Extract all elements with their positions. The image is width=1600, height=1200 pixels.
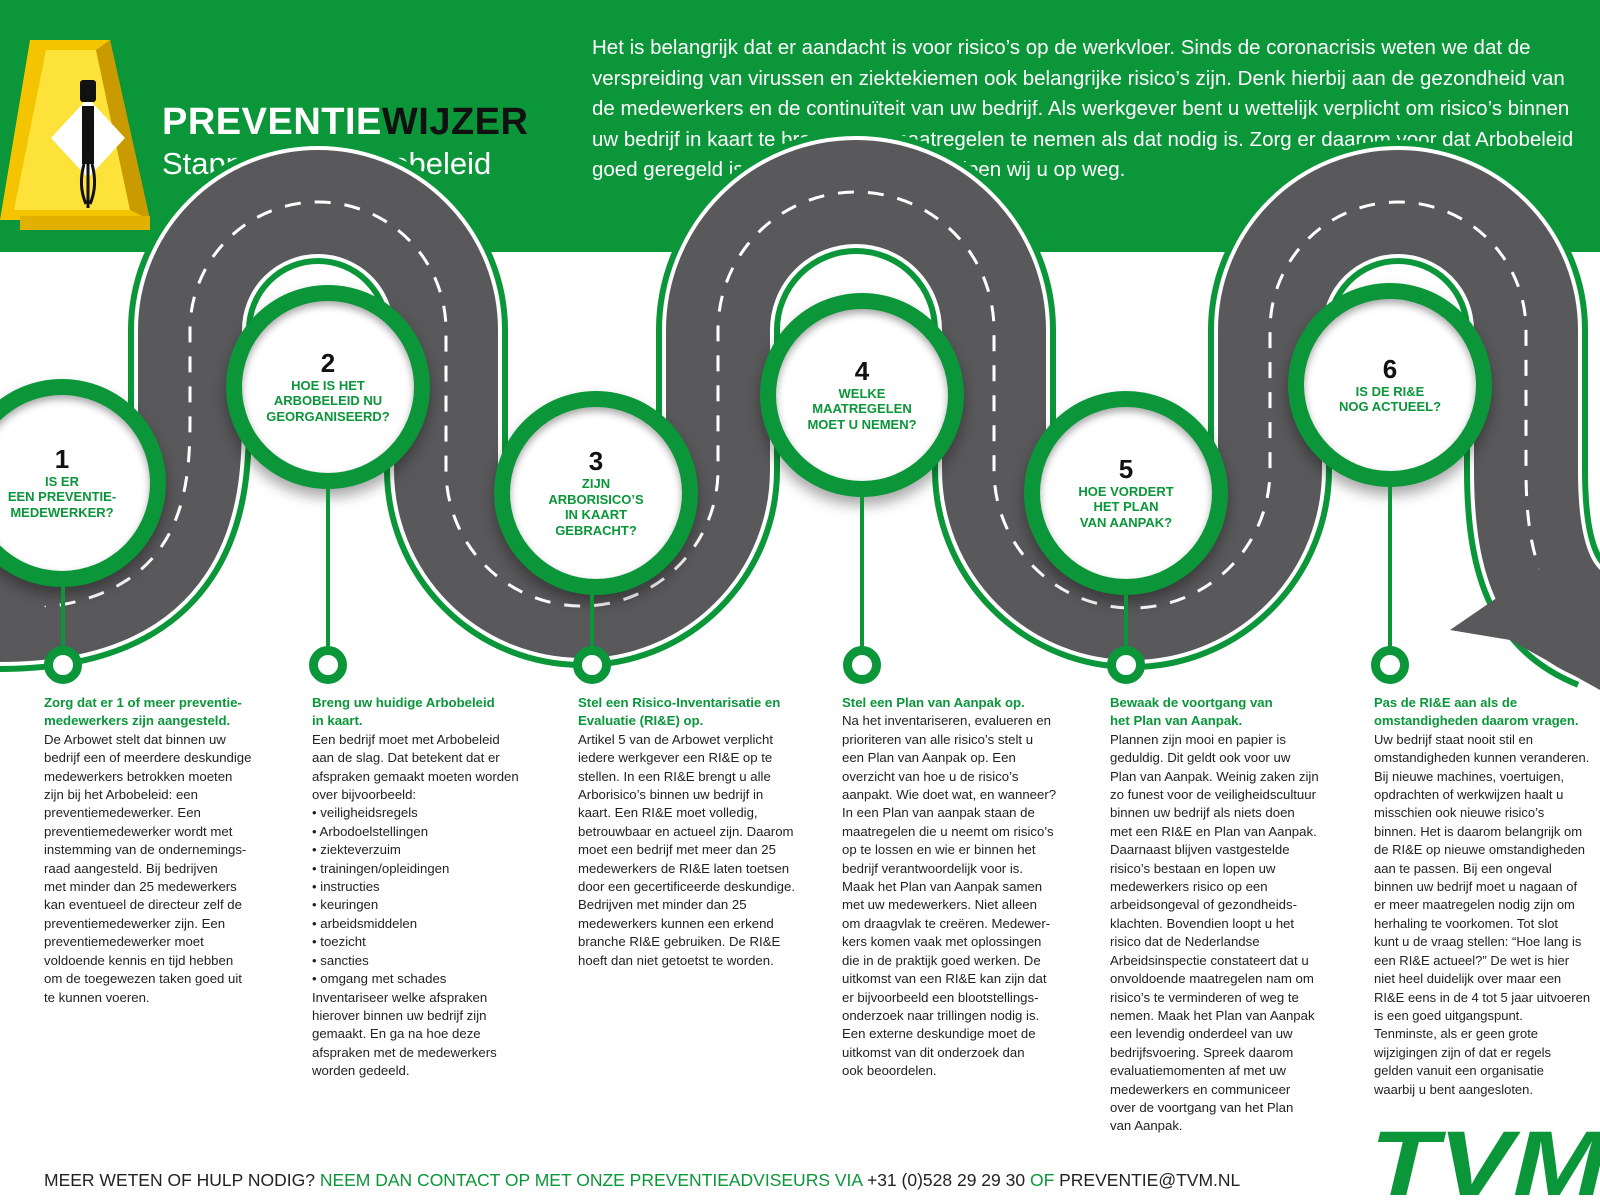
step-2-connector: [326, 489, 330, 647]
brand-title-preventie: PREVENTIE: [162, 101, 382, 143]
column-body: Een bedrijf moet met Arbobeleid aan de s…: [312, 731, 519, 1079]
tvm-logo: TVM: [1370, 1125, 1600, 1200]
footer-email[interactable]: PREVENTIE@TVM.NL: [1059, 1170, 1241, 1190]
step-2-description: Breng uw huidige Arbobeleid in kaart. Ee…: [312, 694, 570, 1081]
step-1-description: Zorg dat er 1 of meer preventie- medewer…: [44, 694, 302, 1007]
step-question: ZIJN ARBORISICO’S IN KAART GEBRACHT?: [548, 476, 644, 538]
step-5-circle[interactable]: 5 HOE VORDERT HET PLAN VAN AANPAK?: [1024, 391, 1228, 595]
step-2-circle[interactable]: 2 HOE IS HET ARBOBELEID NU GEORGANISEERD…: [226, 285, 430, 489]
step-6-marker: [1371, 646, 1409, 684]
step-question: HOE VORDERT HET PLAN VAN AANPAK?: [1078, 483, 1174, 530]
step-question: HOE IS HET ARBOBELEID NU GEORGANISEERD?: [266, 377, 390, 424]
step-question: IS DE RI&E NOG ACTUEEL?: [1338, 383, 1442, 415]
step-number: 2: [320, 347, 336, 378]
column-body: Na het inventariseren, evalueren en prio…: [842, 713, 1057, 1079]
step-number: 5: [1118, 453, 1134, 484]
logo-text: TVM: [1370, 1125, 1600, 1200]
step-3-description: Stel een Risico-Inventarisatie en Evalua…: [578, 694, 836, 970]
footer-question: MEER WETEN OF HULP NODIG?: [44, 1170, 320, 1190]
step-6-connector: [1388, 487, 1392, 647]
step-3-circle[interactable]: 3 ZIJN ARBORISICO’S IN KAART GEBRACHT?: [494, 391, 698, 595]
step-5-marker: [1107, 646, 1145, 684]
footer-phone[interactable]: +31 (0)528 29 29 30: [866, 1170, 1026, 1190]
column-heading: Bewaak de voortgang van het Plan van Aan…: [1110, 695, 1273, 729]
winding-road: [0, 130, 1600, 690]
contact-footer: MEER WETEN OF HULP NODIG? NEEM DAN CONTA…: [44, 1170, 1240, 1191]
step-number: 6: [1382, 353, 1398, 384]
warning-sign-icon: [0, 40, 150, 230]
step-2-marker: [309, 646, 347, 684]
step-4-circle[interactable]: 4 WELKE MAATREGELEN MOET U NEMEN?: [760, 293, 964, 497]
step-1-connector: [61, 587, 65, 647]
brand-title: PREVENTIEWIJZER: [162, 100, 528, 144]
column-body: Artikel 5 van de Arbowet verplicht ieder…: [578, 731, 796, 968]
column-body: Uw bedrijf staat nooit stil en omstandig…: [1374, 731, 1591, 1097]
brand-title-wijzer: WIJZER: [381, 101, 529, 143]
step-4-marker: [843, 646, 881, 684]
step-number: 4: [854, 355, 870, 386]
step-5-connector: [1124, 595, 1128, 647]
column-heading: Zorg dat er 1 of meer preventie- medewer…: [44, 695, 242, 729]
column-body: Plannen zijn mooi en papier is geduldig.…: [1110, 731, 1319, 1134]
column-heading: Stel een Risico-Inventarisatie en Evalua…: [578, 695, 781, 729]
footer-contact-text: NEEM DAN CONTACT OP MET ONZE PREVENTIEAD…: [319, 1170, 867, 1190]
column-body: De Arbowet stelt dat binnen uw bedrijf e…: [44, 731, 252, 1005]
step-question: WELKE MAATREGELEN MOET U NEMEN?: [807, 385, 917, 432]
step-6-circle[interactable]: 6 IS DE RI&E NOG ACTUEEL?: [1288, 283, 1492, 487]
step-1-circle[interactable]: 1 IS ER EEN PREVENTIE- MEDEWERKER?: [0, 379, 166, 587]
step-6-description: Pas de RI&E aan als de omstandigheden da…: [1374, 694, 1598, 1099]
column-heading: Pas de RI&E aan als de omstandigheden da…: [1374, 695, 1579, 729]
step-4-connector: [860, 497, 864, 647]
footer-or: OF: [1025, 1170, 1060, 1190]
step-5-description: Bewaak de voortgang van het Plan van Aan…: [1110, 694, 1368, 1136]
step-question: IS ER EEN PREVENTIE- MEDEWERKER?: [7, 473, 117, 520]
step-number: 1: [54, 443, 70, 474]
column-heading: Breng uw huidige Arbobeleid in kaart.: [312, 695, 495, 729]
step-number: 3: [588, 446, 604, 476]
step-3-connector: [590, 595, 594, 647]
step-1-marker: [44, 646, 82, 684]
step-3-marker: [573, 646, 611, 684]
column-heading: Stel een Plan van Aanpak op.: [842, 695, 1025, 710]
step-4-description: Stel een Plan van Aanpak op. Na het inve…: [842, 694, 1100, 1081]
